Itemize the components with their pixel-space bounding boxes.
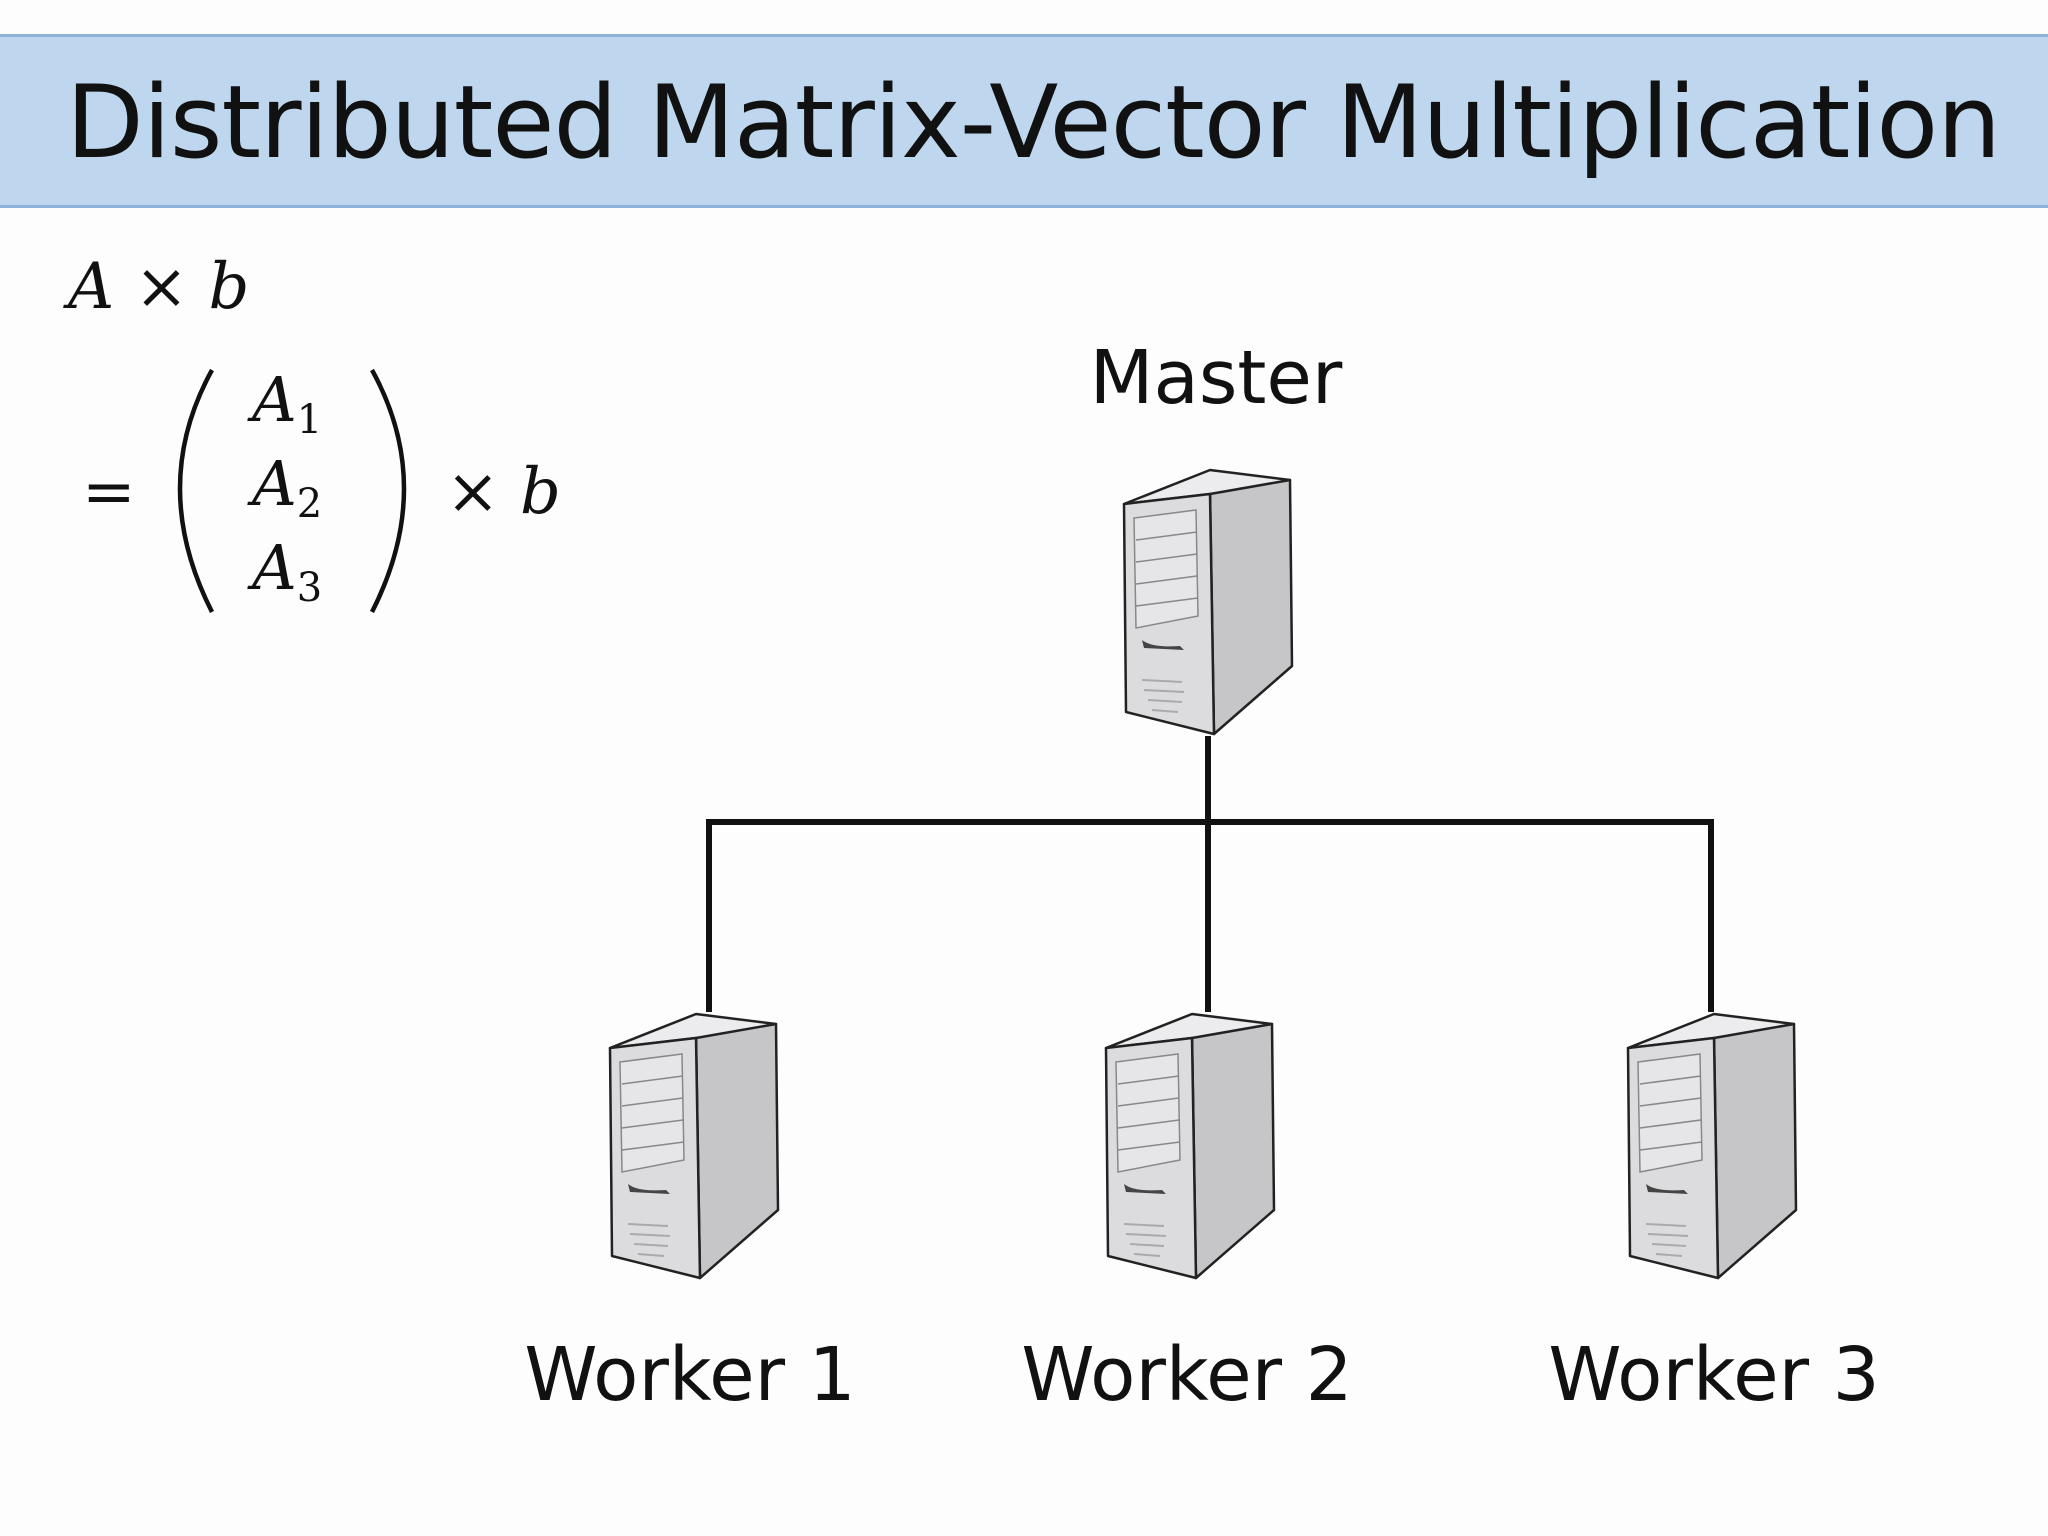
worker-1-server-icon <box>608 1012 780 1280</box>
matrix-row-index: 3 <box>296 565 323 611</box>
master-label: Master <box>1089 335 1343 421</box>
equation-times: × <box>134 250 189 324</box>
master-server-icon <box>1122 468 1294 736</box>
equation-matrix-a: A <box>68 250 115 324</box>
matrix-row-symbol: A <box>252 531 297 604</box>
equation-times: × <box>446 455 500 529</box>
matrix-row-symbol: A <box>252 363 297 436</box>
equation-equals: = <box>82 455 136 529</box>
title-bar: Distributed Matrix-Vector Multiplication <box>0 34 2048 208</box>
matrix-row-index: 2 <box>296 481 323 527</box>
worker-3-label: Worker 3 <box>1548 1332 1880 1418</box>
worker-2-server-icon <box>1104 1012 1276 1280</box>
matrix-right-paren <box>369 368 407 614</box>
worker-3-server-icon <box>1626 1012 1798 1280</box>
slide-title: Distributed Matrix-Vector Multiplication <box>66 63 2001 181</box>
worker-1-label: Worker 1 <box>524 1332 856 1418</box>
worker-2-label: Worker 2 <box>1021 1332 1353 1418</box>
equation-times-b: × b <box>446 455 561 529</box>
equation-line-1: A × b <box>68 250 250 324</box>
matrix-left-paren <box>177 368 215 614</box>
equation-vector-b: b <box>208 250 250 324</box>
network-links <box>706 736 1714 1012</box>
matrix-row-3: A3 <box>252 531 322 611</box>
equation-vector-b: b <box>519 455 561 529</box>
matrix-row-index: 1 <box>296 397 323 443</box>
matrix-row-1: A1 <box>252 363 322 443</box>
matrix-row-symbol: A <box>252 447 297 520</box>
matrix-row-2: A2 <box>252 447 322 527</box>
